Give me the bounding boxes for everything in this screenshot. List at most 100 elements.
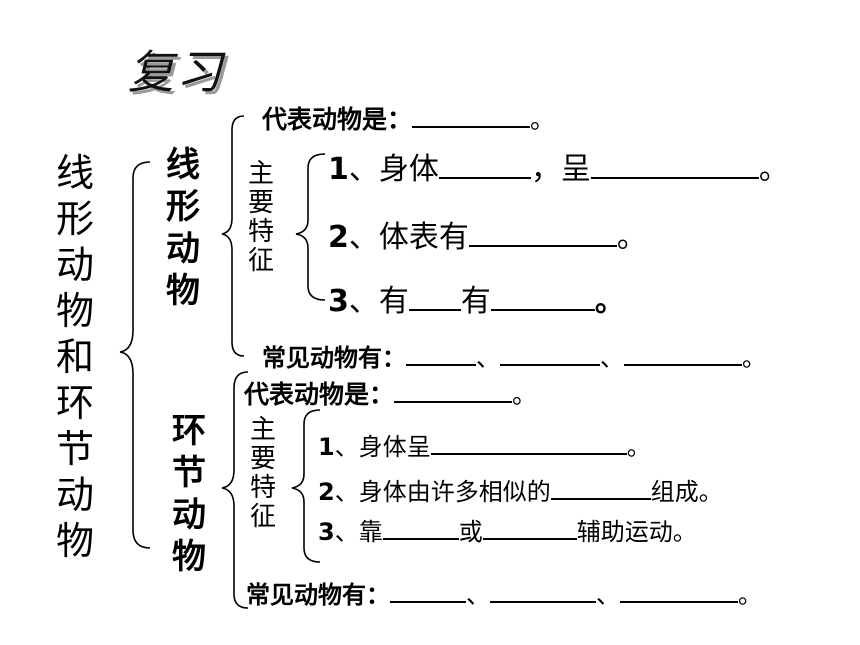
section2-name-char: 动 <box>172 495 206 535</box>
answer-blank <box>430 429 627 455</box>
section2-name-char: 物 <box>172 537 206 577</box>
section1-feature-1: 1 、 身体 ，呈 。 <box>328 144 789 188</box>
page-title: 复习 <box>128 45 224 99</box>
section2-name-char: 环 <box>172 411 206 451</box>
answer-blank <box>490 577 596 603</box>
feature-number: 3 <box>318 518 335 546</box>
section2-features-label: 主 要 特 征 <box>250 416 276 532</box>
feature-text: ，呈 <box>530 152 591 187</box>
section2-feature-3: 3 、 靠 或 辅助运动 。 <box>318 512 697 547</box>
feature-text: 靠 <box>358 518 383 546</box>
punctuation: 。 <box>672 518 697 546</box>
answer-blank <box>550 474 651 500</box>
representative-label: 代表动物是： <box>244 380 395 409</box>
punctuation: 。 <box>742 344 766 372</box>
features-label-char: 征 <box>248 246 275 276</box>
feature-text: 体表有 <box>378 220 469 255</box>
section2-brace <box>221 371 249 609</box>
answer-blank <box>438 147 531 179</box>
punctuation: 。 <box>594 284 625 319</box>
punctuation: 。 <box>530 105 556 134</box>
features-label-char: 要 <box>248 188 275 218</box>
section1-feature-3: 3 、 有 有 。 <box>328 276 625 320</box>
common-label: 常见动物有： <box>262 344 406 372</box>
main-topic-char: 和 <box>56 335 95 379</box>
main-topic-vertical: 线 形 动 物 和 环 节 动 物 <box>56 150 94 564</box>
feature-text: 身体 <box>378 152 439 187</box>
section1-features-label: 主 要 特 征 <box>248 160 274 276</box>
main-topic-char: 环 <box>56 381 95 425</box>
answer-blank <box>390 577 466 603</box>
features-label-char: 征 <box>250 502 277 532</box>
answer-blank <box>468 215 617 247</box>
feature-number: 1 <box>328 152 349 187</box>
feature-sep: 、 <box>348 284 379 319</box>
representative-label: 代表动物是： <box>262 105 413 134</box>
feature-number: 3 <box>328 284 349 319</box>
punctuation: 。 <box>616 220 647 255</box>
main-topic-char: 动 <box>56 243 95 287</box>
main-topic-char: 形 <box>56 197 95 241</box>
punctuation: 。 <box>758 152 789 187</box>
features-label-char: 特 <box>250 473 277 503</box>
section2-common: 常见动物有： 、 、 。 <box>246 575 762 610</box>
answer-blank <box>620 577 738 603</box>
features-label-char: 特 <box>248 217 275 247</box>
feature-sep: 、 <box>334 478 359 506</box>
answer-blank <box>394 376 513 403</box>
answer-blank <box>408 279 461 311</box>
punctuation: 。 <box>512 380 538 409</box>
feature-text: 身体由许多相似的 <box>358 478 551 506</box>
section1-name-char: 物 <box>166 271 200 311</box>
punctuation: 、 <box>596 581 620 609</box>
main-topic-char: 节 <box>56 427 95 471</box>
answer-blank <box>406 340 476 366</box>
section1-feature-2: 2 、 体表有 。 <box>328 212 647 256</box>
section1-brace <box>221 115 245 357</box>
section1-representative: 代表动物是： 。 <box>262 100 555 136</box>
feature-text: 或 <box>458 518 483 546</box>
punctuation: 。 <box>698 478 723 506</box>
section1-features-brace <box>295 153 326 301</box>
section1-name-char: 线 <box>166 145 200 185</box>
answer-blank <box>500 340 600 366</box>
answer-blank <box>382 514 459 540</box>
feature-text: 组成 <box>650 478 699 506</box>
common-label: 常见动物有： <box>246 581 390 609</box>
feature-text: 有 <box>460 284 491 319</box>
feature-sep: 、 <box>334 433 359 461</box>
section1-name: 线 形 动 物 <box>166 144 200 312</box>
section1-common: 常见动物有： 、 、 。 <box>262 338 766 373</box>
section1-name-char: 动 <box>166 229 200 269</box>
feature-text: 有 <box>378 284 409 319</box>
feature-sep: 、 <box>334 518 359 546</box>
section2-name: 环 节 动 物 <box>172 410 206 578</box>
punctuation: 、 <box>600 344 624 372</box>
section2-features-brace <box>291 409 321 563</box>
main-topic-char: 动 <box>56 473 95 517</box>
answer-blank <box>412 101 531 128</box>
answer-blank <box>624 340 742 366</box>
feature-sep: 、 <box>348 220 379 255</box>
punctuation: 、 <box>476 344 500 372</box>
punctuation: 。 <box>738 581 762 609</box>
features-label-char: 主 <box>250 415 277 445</box>
feature-text: 辅助运动 <box>576 518 673 546</box>
feature-text: 身体呈 <box>358 433 431 461</box>
main-topic-char: 物 <box>56 519 95 563</box>
answer-blank <box>590 147 759 179</box>
section2-name-char: 节 <box>172 453 206 493</box>
feature-number: 2 <box>328 220 349 255</box>
main-topic-char: 物 <box>56 289 95 333</box>
punctuation: 、 <box>466 581 490 609</box>
section2-representative: 代表动物是： 。 <box>244 375 537 411</box>
features-label-char: 主 <box>248 159 275 189</box>
section2-feature-2: 2 、 身体由许多相似的 组成 。 <box>318 472 723 507</box>
answer-blank <box>482 514 577 540</box>
main-brace <box>119 161 151 549</box>
feature-sep: 、 <box>348 152 379 187</box>
feature-number: 2 <box>318 478 335 506</box>
punctuation: 。 <box>626 433 651 461</box>
features-label-char: 要 <box>250 444 277 474</box>
